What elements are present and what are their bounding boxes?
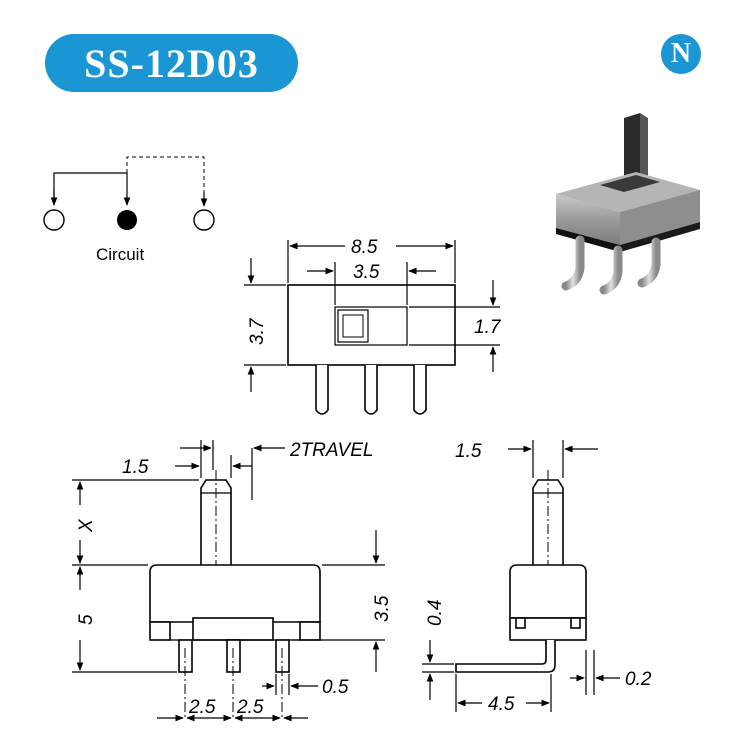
circuit-terminal-left: [43, 209, 65, 231]
brand-logo-letter: N: [670, 38, 692, 69]
dim-slot-length: 3.5: [353, 262, 380, 283]
dim-side-knob-width: 1.5: [455, 441, 482, 462]
side-view-pin: [455, 640, 556, 673]
side-view: 1.5 0.4 4.5 0.2: [422, 440, 652, 715]
dim-pitch-right: 2.5: [236, 697, 264, 718]
dim-pin-thickness: 0.2: [625, 669, 652, 690]
circuit-terminal-common: [117, 210, 137, 230]
dim-height: 3.7: [247, 317, 268, 345]
dim-pin-length: 4.5: [488, 694, 515, 715]
product-photo: [556, 113, 700, 295]
side-view-body: [509, 564, 587, 619]
circuit-terminal-right: [193, 209, 215, 231]
dim-pitch-left: 2.5: [188, 697, 216, 718]
circuit-schematic: Circuit: [43, 156, 215, 264]
dim-travel: 2TRAVEL: [289, 440, 373, 461]
dim-body-height: 3.5: [372, 595, 393, 622]
top-view-pin-2: [364, 365, 378, 415]
model-title-badge: SS-12D03: [45, 34, 298, 92]
dim-pin-width: 0.5: [322, 677, 349, 698]
top-view: 8.5 3.5 3.7 1.7: [244, 237, 502, 415]
top-view-pin-1: [315, 365, 329, 415]
dim-length: 8.5: [351, 237, 378, 258]
dim-knob-length: X: [76, 518, 97, 533]
dim-pin-offset: 0.4: [425, 600, 446, 626]
circuit-label: Circuit: [96, 245, 144, 264]
model-title: SS-12D03: [84, 40, 259, 86]
dim-knob-width: 1.5: [122, 457, 149, 478]
top-view-pin-3: [413, 365, 427, 415]
front-view: 1.5 2TRAVEL X 5 3.5 2.5 2.5: [72, 440, 393, 722]
front-view-body: [149, 564, 321, 623]
brand-logo: N: [661, 34, 701, 74]
dim-knob-height: 1.7: [474, 317, 502, 338]
dim-overall-height: 5: [76, 614, 97, 625]
